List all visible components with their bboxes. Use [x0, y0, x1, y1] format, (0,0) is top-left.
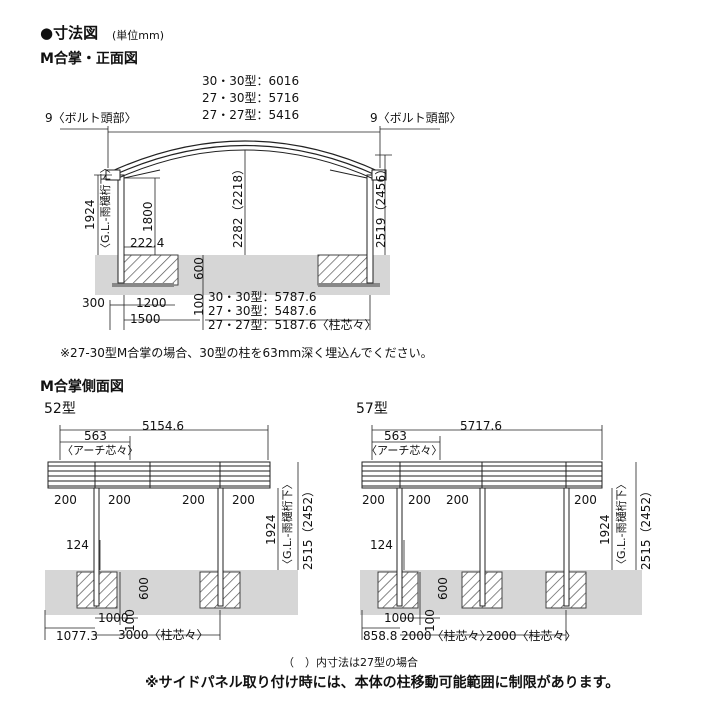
front-foundations — [112, 254, 380, 287]
side52-d-3000: 3000〈柱芯々〉 — [118, 628, 209, 642]
side57-gl: 〈G.L.-雨樋桁下〉 — [615, 478, 628, 570]
side57-arch: 〈アーチ芯々〉 — [366, 444, 443, 457]
side57-d-200c: 200 — [446, 493, 469, 507]
front-h-1800: 1800 — [141, 201, 155, 232]
front-dimension-lines — [60, 126, 440, 330]
side52-d-600: 600 — [137, 577, 151, 600]
front-note: ※27-30型M合掌の場合、30型の柱を63mm深く埋込んでください。 — [60, 346, 433, 360]
side57-d-1924: 1924 — [598, 514, 612, 545]
front-h-1924: 1924 — [83, 199, 97, 230]
side57-d-858: 858.8 — [363, 629, 398, 643]
footer-note-panel: ※サイドパネル取り付け時には、本体の柱移動可能範囲に制限があります。 — [145, 675, 620, 691]
bolt-right-label: 9〈ボルト頭部〉 — [370, 111, 462, 125]
side57-d-563: 563 — [384, 429, 407, 443]
side52-total: 5154.6 — [142, 419, 184, 433]
front-d-1200: 1200 — [136, 296, 167, 310]
side52-d-1000: 1000 — [98, 611, 129, 625]
side52-gl: 〈G.L.-雨樋桁下〉 — [281, 478, 294, 570]
side52-d-200b: 200 — [108, 493, 131, 507]
side52-d-1077: 1077.3 — [56, 629, 98, 643]
front-d-222: 222.4 — [130, 236, 165, 250]
front-d-300: 300 — [82, 296, 105, 310]
side57-d-200a: 200 — [362, 493, 385, 507]
side52-d-200d: 200 — [232, 493, 255, 507]
side57-h-2515: 2515（2452） — [639, 484, 653, 570]
footer-note-bracket: （ ）内寸法は27型の場合 — [283, 656, 418, 669]
front-d-1500: 1500 — [130, 312, 161, 326]
width-27-27: 27・27型：5416 — [202, 108, 300, 122]
front-d-600: 600 — [192, 257, 206, 280]
side57-structure — [361, 425, 637, 640]
front-h-gl: 〈G.L.-雨樋桁下〉 — [99, 162, 112, 254]
side57-d-600: 600 — [436, 577, 450, 600]
span-27-30: 27・30型：5487.6 — [208, 304, 317, 318]
side57-d-124: 124 — [370, 538, 393, 552]
side57-d-1000: 1000 — [384, 611, 415, 625]
front-view-title: M合掌・正面図 — [40, 51, 138, 67]
side52-d-200a: 200 — [54, 493, 77, 507]
span-27-27: 27・27型：5187.6〈柱芯々〉 — [208, 318, 377, 332]
side52-ground — [45, 570, 298, 615]
side57-total: 5717.6 — [460, 419, 502, 433]
side57-d-200b: 200 — [408, 493, 431, 507]
side57-d-2000a: 2000〈柱芯々〉 — [401, 629, 492, 643]
bolt-left-label: 9〈ボルト頭部〉 — [45, 111, 137, 125]
side-view-title: M合掌側面図 — [40, 379, 124, 395]
front-h-2282: 2282（2218） — [231, 162, 245, 248]
front-h-2519: 2519（2456） — [374, 162, 388, 248]
side52-d-200c: 200 — [182, 493, 205, 507]
side52-arch: 〈アーチ芯々〉 — [62, 444, 139, 457]
side52-d-1924: 1924 — [264, 514, 278, 545]
unit-label: (単位mm) — [112, 29, 165, 42]
side57-label: 57型 — [356, 401, 388, 417]
width-27-30: 27・30型：5716 — [202, 91, 300, 105]
side57-d-200d: 200 — [574, 493, 597, 507]
side52-label: 52型 — [44, 401, 76, 417]
side52-structure — [44, 425, 299, 640]
front-d-100: 100 — [192, 293, 206, 316]
side52-d-563: 563 — [84, 429, 107, 443]
side57-d-2000b: 2000〈柱芯々〉 — [486, 629, 577, 643]
page-title: ●寸法図 — [40, 24, 99, 42]
width-30-30: 30・30型：6016 — [202, 74, 300, 88]
side52-d-124: 124 — [66, 538, 89, 552]
side52-h-2515: 2515（2452） — [301, 484, 315, 570]
span-30-30: 30・30型：5787.6 — [208, 290, 317, 304]
